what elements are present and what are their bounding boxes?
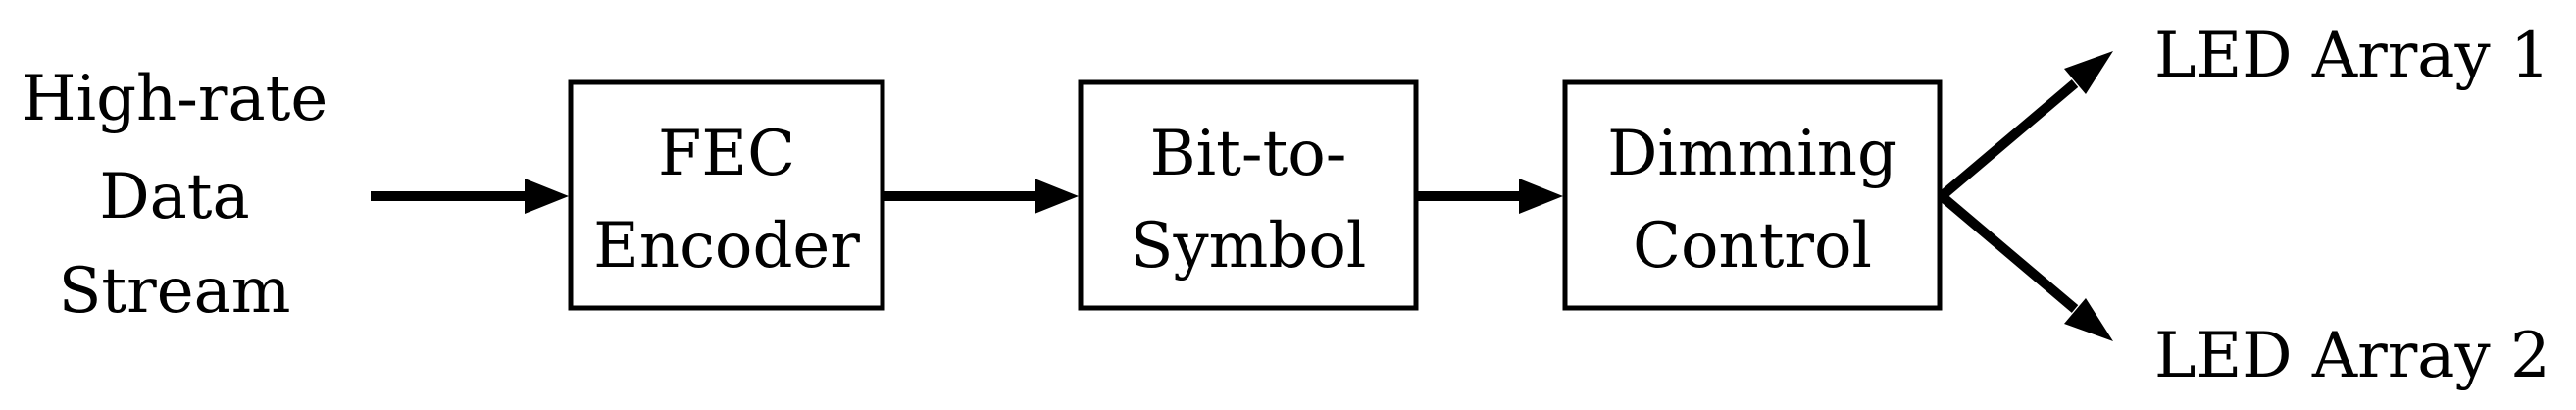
block-bit-line-1: Bit-to- [1150,118,1347,190]
output-led-array-1: LED Array 1 [2154,20,2551,92]
arrow-input-to-fec [371,179,569,214]
block-fec-encoder: FEC Encoder [568,79,885,311]
block-fec-line-2: Encoder [593,210,860,282]
block-dimming-line-1: Dimming [1607,118,1897,190]
block-fec-line-1: FEC [658,118,795,190]
arrow-bit-to-dimming [1418,179,1563,214]
output-led-array-2: LED Array 2 [2154,320,2551,392]
arrow-to-led-array-1 [1938,51,2113,200]
input-line-3: Stream [59,255,291,328]
arrow-fec-to-bit [884,179,1079,214]
block-bit-line-2: Symbol [1131,210,1367,282]
arrow-to-led-array-2 [1938,192,2113,341]
input-line-2: Data [99,161,249,233]
block-bit-to-symbol: Bit-to- Symbol [1078,79,1419,311]
input-line-1: High-rate [22,63,328,135]
block-dimming-control: Dimming Control [1562,79,1943,311]
block-dimming-line-2: Control [1633,210,1872,282]
input-label: High-rate Data Stream [22,63,328,328]
